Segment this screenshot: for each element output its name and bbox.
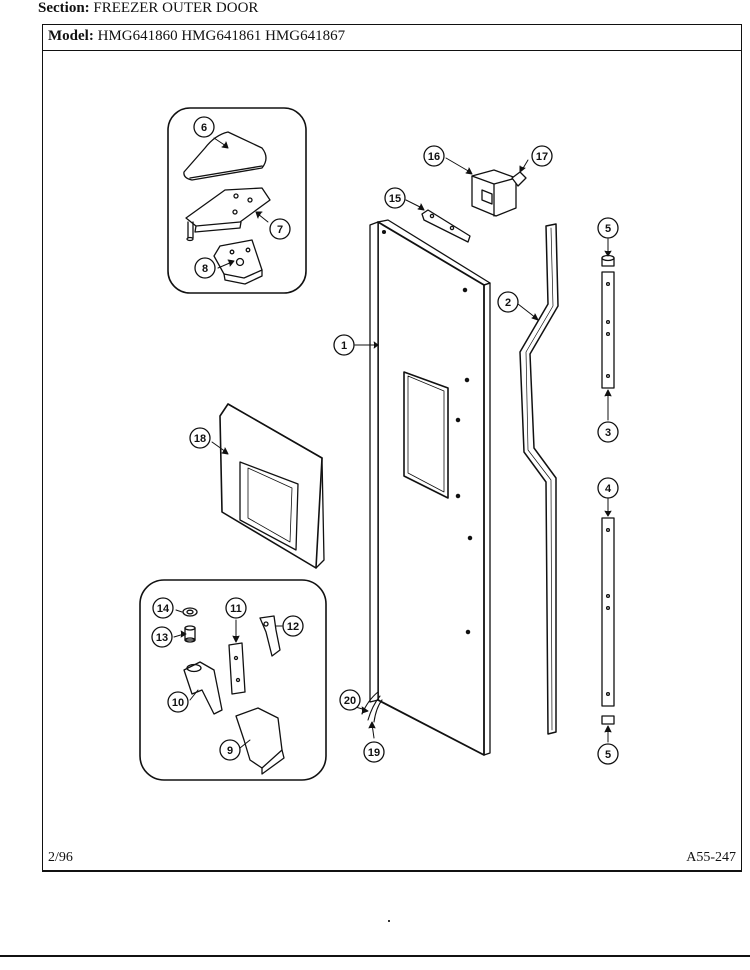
callout-11: 11: [225, 597, 247, 619]
svg-text:20: 20: [344, 695, 356, 707]
svg-text:11: 11: [230, 603, 242, 615]
top-hinge-inset: [167, 107, 307, 294]
svg-text:18: 18: [194, 433, 206, 445]
trim-cap-top-part5: [601, 254, 615, 267]
callout-8: 8: [194, 257, 216, 279]
callout-5-bottom: 5: [597, 743, 619, 765]
leader-lines: [173, 137, 612, 749]
model-label: Model:: [48, 28, 94, 44]
section-label: Section:: [38, 0, 90, 16]
door-handle-part2: [519, 223, 559, 735]
date-code: 2/96: [48, 850, 73, 865]
svg-text:8: 8: [202, 263, 208, 275]
svg-text:3: 3: [605, 427, 611, 439]
svg-text:19: 19: [368, 747, 380, 759]
shim-part11: [228, 642, 246, 695]
washer-part14: [182, 607, 198, 617]
latch-part15: [421, 209, 471, 243]
callout-6: 6: [193, 116, 215, 138]
svg-text:17: 17: [536, 151, 548, 163]
door-panel-part1: [361, 219, 491, 756]
svg-text:10: 10: [172, 697, 184, 709]
svg-text:14: 14: [157, 603, 170, 615]
callout-5-top: 5: [597, 217, 619, 239]
bottom-hinge-inset: [139, 579, 327, 781]
hinge-cover-part9: [235, 707, 283, 769]
svg-text:15: 15: [389, 193, 401, 205]
model-value: HMG641860 HMG641861 HMG641867: [97, 28, 346, 44]
callout-20: 20: [339, 689, 361, 711]
callout-15: 15: [384, 187, 406, 209]
callout-1: 1: [333, 334, 355, 356]
callout-14: 14: [152, 597, 174, 619]
lower-trim-part4: [601, 517, 615, 707]
svg-text:5: 5: [605, 223, 611, 235]
upper-trim-part3: [601, 271, 615, 389]
stray-dot: [388, 920, 390, 922]
section-value: FREEZER OUTER DOOR: [93, 0, 259, 16]
svg-text:16: 16: [428, 151, 440, 163]
svg-text:9: 9: [227, 745, 233, 757]
header-divider: [42, 50, 742, 51]
svg-text:2: 2: [505, 297, 511, 309]
clip-insert-part17: [511, 171, 527, 187]
lower-hinge-part10: [183, 661, 223, 715]
svg-text:6: 6: [201, 122, 207, 134]
svg-text:7: 7: [277, 224, 283, 236]
svg-text:5: 5: [605, 749, 611, 761]
callout-13: 13: [151, 626, 173, 648]
model-heading: Model: HMG641860 HMG641861 HMG641867: [48, 28, 345, 45]
callout-19: 19: [363, 741, 385, 763]
upper-hinge-part7: [185, 187, 271, 227]
section-heading: Section: FREEZER OUTER DOOR: [38, 0, 258, 17]
callout-2: 2: [497, 291, 519, 313]
page-bottom-rule: [0, 955, 750, 957]
svg-text:13: 13: [156, 632, 168, 644]
callout-17: 17: [531, 145, 553, 167]
svg-text:4: 4: [605, 483, 612, 495]
handle-clip-part16: [471, 169, 517, 217]
callout-9: 9: [219, 739, 241, 761]
callout-7: 7: [269, 218, 291, 240]
callout-3: 3: [597, 421, 619, 443]
callout-4: 4: [597, 477, 619, 499]
bracket-part12: [259, 615, 281, 657]
callout-18: 18: [189, 427, 211, 449]
svg-text:12: 12: [287, 621, 299, 633]
hinge-pin-part13: [184, 625, 196, 631]
svg-text:1: 1: [341, 340, 347, 352]
dispenser-trim-part18: [219, 403, 325, 569]
callout-10: 10: [167, 691, 189, 713]
callout-16: 16: [423, 145, 445, 167]
trim-cap-bottom-part5: [601, 715, 615, 725]
callout-12: 12: [282, 615, 304, 637]
footer-divider: [42, 870, 742, 872]
diagram-reference: A55-247: [686, 850, 736, 865]
